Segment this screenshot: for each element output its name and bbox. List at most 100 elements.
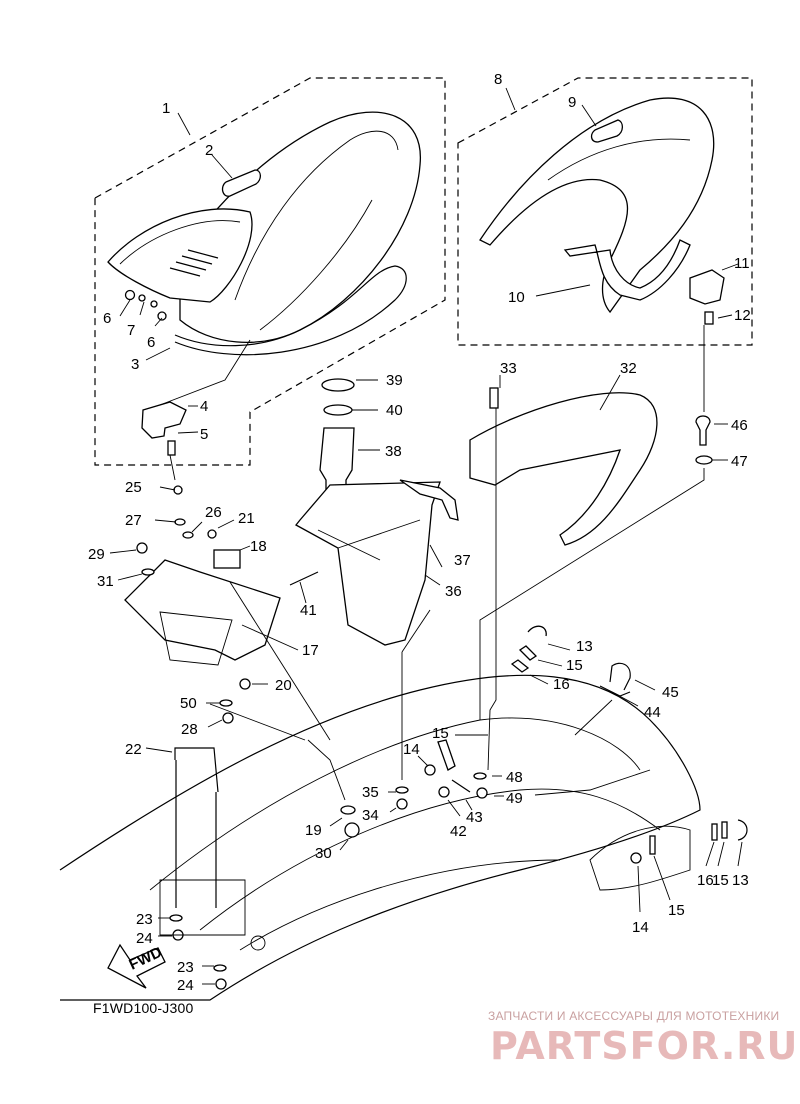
nut-28 [222, 712, 234, 724]
callout-9: 9 [568, 94, 576, 111]
washer-26 [182, 531, 194, 539]
bolt-29 [136, 542, 148, 554]
callout-48: 48 [506, 769, 523, 786]
washer-19 [340, 805, 356, 815]
callout-14b: 14 [632, 919, 649, 936]
hull-deck [59, 674, 701, 1001]
callout-22: 22 [125, 741, 142, 758]
callout-21: 21 [238, 510, 255, 527]
callout-26: 26 [205, 504, 222, 521]
callout-41: 41 [300, 602, 317, 619]
callout-43: 43 [466, 809, 483, 826]
grommet-6b [157, 311, 167, 321]
pin-43 [451, 779, 471, 793]
bolt-21 [207, 529, 217, 539]
plate-15b [518, 645, 538, 661]
callout-16a: 16 [553, 676, 570, 693]
bracket-18 [213, 549, 241, 569]
washer-47 [695, 455, 713, 465]
callout-23b: 23 [177, 959, 194, 976]
bolt-5 [167, 440, 176, 456]
watermark-brand: PARTSFOR.RU [490, 1024, 799, 1068]
callout-3: 3 [131, 356, 139, 373]
callout-27: 27 [125, 512, 142, 529]
callout-42: 42 [450, 823, 467, 840]
washer-27 [174, 518, 186, 526]
nut-42 [438, 786, 450, 798]
screw-7a [138, 294, 146, 302]
handle-22 [174, 747, 219, 908]
nut-14b [630, 852, 642, 864]
nut-30 [344, 822, 360, 838]
cap-39 [321, 378, 355, 392]
front-seat [107, 111, 421, 356]
plate-16a [510, 659, 530, 673]
clip-13a [527, 625, 547, 637]
callout-39: 39 [386, 372, 403, 389]
washer-23a [169, 914, 183, 922]
callout-2: 2 [205, 142, 213, 159]
strip-37 [399, 479, 459, 521]
bolt-46 [695, 415, 711, 446]
fwd-arrow: FWD [107, 944, 166, 989]
callout-15a: 15 [432, 725, 449, 742]
storage-bin-36 [295, 481, 441, 646]
plate-15a [437, 739, 456, 771]
callout-47: 47 [731, 453, 748, 470]
plate-16b [711, 823, 718, 841]
callout-24a: 24 [136, 930, 153, 947]
grommet-6a [124, 289, 136, 301]
callout-15c: 15 [712, 872, 729, 889]
callout-46: 46 [731, 417, 748, 434]
callout-19: 19 [305, 822, 322, 839]
callout-25: 25 [125, 479, 142, 496]
nut-20 [239, 678, 251, 690]
callout-6a: 6 [103, 310, 111, 327]
drain-screw-41 [289, 571, 319, 586]
callout-7: 7 [127, 322, 135, 339]
gasket-40 [323, 404, 353, 416]
callout-8: 8 [494, 71, 502, 88]
callout-28: 28 [181, 721, 198, 738]
callout-5: 5 [200, 426, 208, 443]
callout-20: 20 [275, 677, 292, 694]
hook-45 [609, 662, 631, 691]
callout-15b: 15 [566, 657, 583, 674]
clip-13b [737, 819, 748, 841]
callout-37: 37 [454, 552, 471, 569]
callout-36: 36 [445, 583, 462, 600]
washer-35 [395, 786, 409, 794]
leader-lines [109, 87, 743, 985]
nut-34 [396, 798, 408, 810]
callout-4: 4 [200, 398, 208, 415]
callout-44: 44 [644, 704, 661, 721]
bolt-25 [173, 485, 183, 495]
rear-seat [479, 97, 715, 314]
storage-cover-32 [469, 392, 658, 546]
callout-40: 40 [386, 402, 403, 419]
callout-11: 11 [734, 255, 750, 272]
callout-12: 12 [734, 307, 751, 324]
callout-1: 1 [162, 100, 170, 117]
nut-24b [215, 978, 227, 990]
washer-50 [219, 699, 233, 707]
callout-17: 17 [302, 642, 319, 659]
callout-38: 38 [385, 443, 402, 460]
washer-23b [213, 964, 227, 972]
diagram-code: F1WD100-J300 [93, 1000, 194, 1016]
callout-49: 49 [506, 790, 523, 807]
plate-15c [721, 821, 728, 839]
callout-13b: 13 [732, 872, 749, 889]
callout-45: 45 [662, 684, 679, 701]
callout-24b: 24 [177, 977, 194, 994]
callout-6b: 6 [147, 334, 155, 351]
callout-18: 18 [250, 538, 267, 555]
callout-labels: 1 2 3 4 5 6 7 6 8 9 10 11 12 33 32 39 40… [88, 71, 751, 994]
plate-15d [649, 835, 656, 855]
washer-48 [473, 772, 487, 780]
callout-50: 50 [180, 695, 197, 712]
seat-hook-bracket-4 [141, 401, 187, 439]
screw-7b [150, 300, 158, 308]
plate-17 [124, 559, 281, 661]
